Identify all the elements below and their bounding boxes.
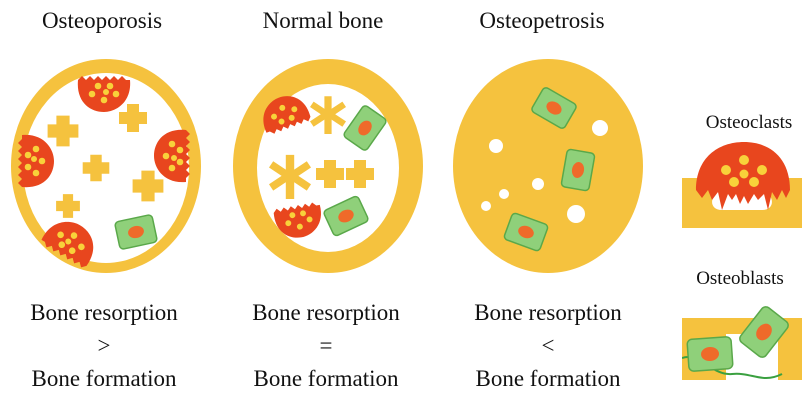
panel-title-normal-bone: Normal bone	[223, 8, 423, 34]
caption-line-formation: Bone formation	[4, 362, 204, 395]
caption-relation: >	[4, 329, 204, 362]
normal-bone-diagram	[230, 56, 426, 276]
caption-line-resorption: Bone resorption	[226, 296, 426, 329]
caption-osteopetrosis: Bone resorption < Bone formation	[448, 296, 648, 395]
panel-title-osteoporosis: Osteoporosis	[2, 8, 202, 34]
legend-osteoblasts-label: Osteoblasts	[680, 268, 800, 290]
legend-osteoclasts-label: Osteoclasts	[694, 112, 803, 134]
caption-line-resorption: Bone resorption	[448, 296, 648, 329]
osteoporosis-diagram	[8, 56, 204, 276]
caption-line-formation: Bone formation	[226, 362, 426, 395]
caption-osteoporosis: Bone resorption > Bone formation	[4, 296, 204, 395]
osteopetrosis-diagram	[450, 56, 646, 276]
caption-line-formation: Bone formation	[448, 362, 648, 395]
caption-line-resorption: Bone resorption	[4, 296, 204, 329]
legend-osteoclast-diagram	[682, 138, 802, 228]
osteoblast	[561, 149, 595, 191]
caption-relation: =	[226, 329, 426, 362]
panel-title-osteopetrosis: Osteopetrosis	[442, 8, 642, 34]
legend-osteoblast-diagram	[682, 296, 802, 388]
caption-normal-bone: Bone resorption = Bone formation	[226, 296, 426, 395]
caption-relation: <	[448, 329, 648, 362]
